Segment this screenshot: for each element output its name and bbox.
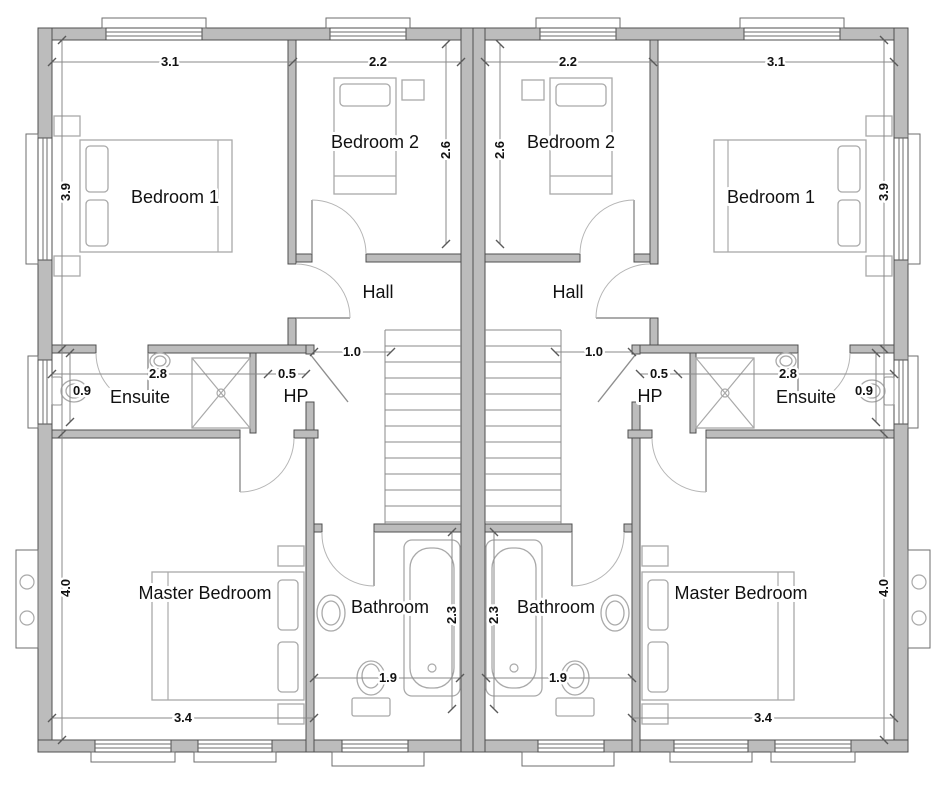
room-label-ensuite-right: Ensuite [776,387,836,407]
dim-ensuite-width-left: 2.8 [149,366,167,381]
dim-bedroom2-width-right: 2.2 [559,54,577,69]
dim-bedroom2-depth-left: 2.6 [438,141,453,159]
dim-hall-width-left: 1.0 [343,344,361,359]
room-label-bedroom2-right: Bedroom 2 [527,132,615,152]
dim-hp-width-right: 0.5 [650,366,668,381]
bed-bedroom1 [53,115,233,277]
chimney-breast [15,549,39,649]
room-label-master-left: Master Bedroom [138,583,271,603]
shower-tray [191,357,251,429]
dim-master-depth-right: 4.0 [876,579,891,597]
dim-master-depth-left: 4.0 [58,579,73,597]
room-label-hall-right: Hall [552,282,583,302]
room-label-bedroom2-left: Bedroom 2 [331,132,419,152]
doors [95,199,375,587]
room-label-bathroom-left: Bathroom [351,597,429,617]
labels: Bedroom 1 Bedroom 2 Hall Ensuite HP Mast… [56,52,894,728]
dim-bedroom2-width-left: 2.2 [369,54,387,69]
room-label-master-right: Master Bedroom [674,583,807,603]
ensuite-basin [149,352,171,370]
dim-bathroom-width-right: 1.9 [549,670,567,685]
staircase [384,329,461,524]
dim-hall-width-right: 1.0 [585,344,603,359]
dim-bedroom2-depth-right: 2.6 [492,141,507,159]
bathroom-sink [316,594,346,632]
room-label-hp-left: HP [283,386,308,406]
dim-bedroom1-width-left: 3.1 [161,54,179,69]
dim-ensuite-depth-right: 0.9 [855,383,873,398]
dim-bedroom1-width-right: 3.1 [767,54,785,69]
dim-hp-width-left: 0.5 [278,366,296,381]
dim-bedroom1-depth-left: 3.9 [58,183,73,201]
room-label-hall-left: Hall [362,282,393,302]
dim-bathroom-depth-right: 2.3 [486,606,501,624]
unit-geometry-left [15,17,474,767]
dim-bathroom-depth-left: 2.3 [444,606,459,624]
bed-master [151,545,305,725]
dimension-lines [47,35,466,745]
dim-master-width-left: 3.4 [174,710,193,725]
room-label-bedroom1-left: Bedroom 1 [131,187,219,207]
bed-bedroom2 [333,77,425,195]
windows [15,17,425,767]
room-label-bedroom1-right: Bedroom 1 [727,187,815,207]
dim-master-width-right: 3.4 [754,710,773,725]
bathtub [403,539,461,697]
room-label-hp-right: HP [637,386,662,406]
dim-bedroom1-depth-right: 3.9 [876,183,891,201]
dim-ensuite-depth-left: 0.9 [73,383,91,398]
room-label-ensuite-left: Ensuite [110,387,170,407]
dim-bathroom-width-left: 1.9 [379,670,397,685]
room-label-bathroom-right: Bathroom [517,597,595,617]
dim-ensuite-width-right: 2.8 [779,366,797,381]
